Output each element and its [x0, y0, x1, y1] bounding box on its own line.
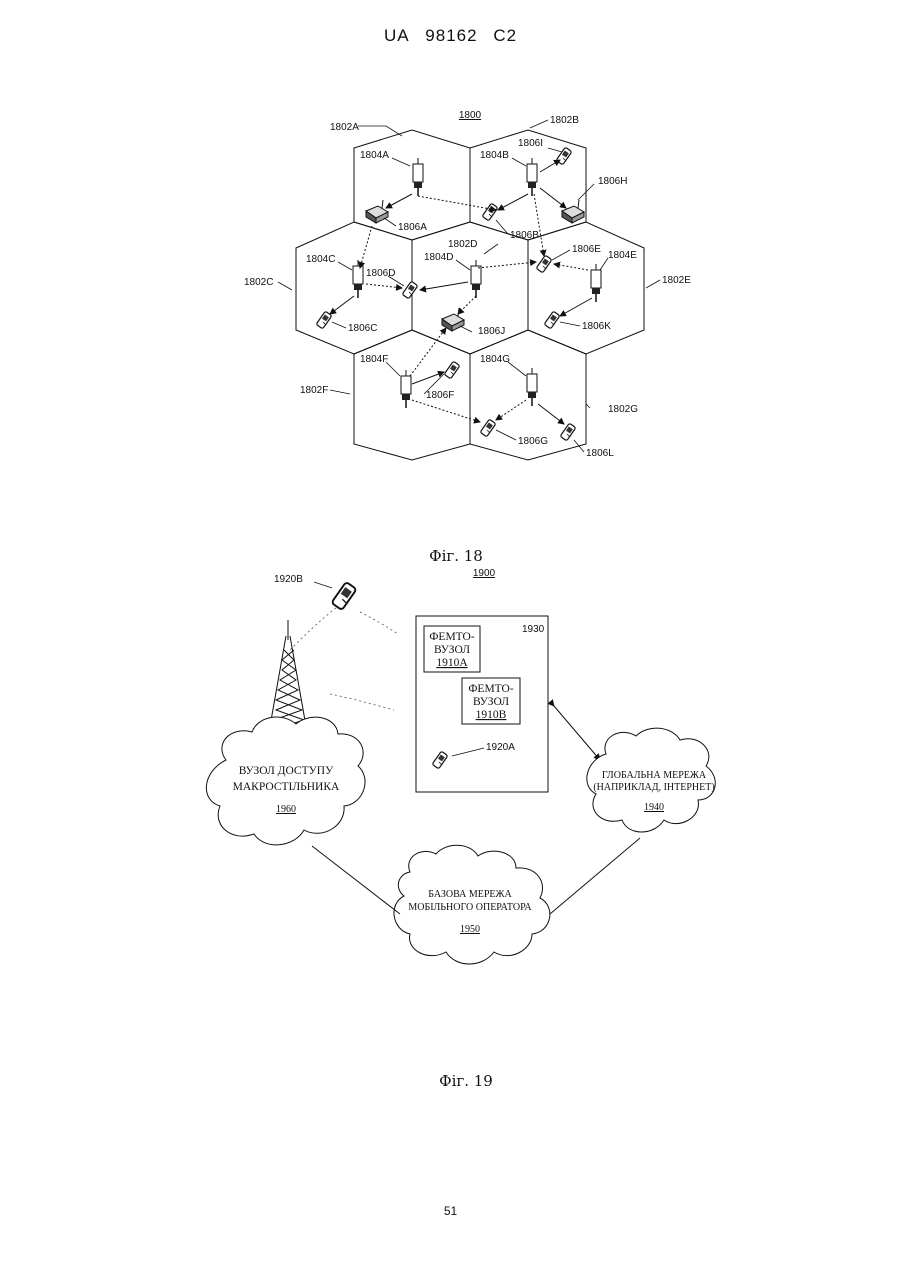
terminal-1806I-icon	[556, 147, 572, 165]
femto-a-line2: ВУЗОЛ	[434, 644, 470, 656]
internet-line2: (НАПРИКЛАД, ІНТЕРНЕТ)	[593, 782, 714, 793]
terminal-1806H-icon	[562, 200, 584, 223]
base-station-1804C-icon	[353, 260, 363, 298]
label-1802F: 1802F	[300, 385, 328, 396]
femto-b-line1: ФЕМТО-	[468, 683, 514, 695]
fig19-diagram: 1900 1920B ВУЗОЛ ДОСТУПУ МАКРОСТІЛЬНИКА …	[206, 568, 715, 1090]
label-1806I: 1806I	[518, 138, 543, 149]
label-1920B: 1920B	[274, 574, 303, 585]
base-station-1804A-icon	[413, 158, 423, 196]
base-station-1804F-icon	[401, 370, 411, 408]
base-station-1804B-icon	[527, 158, 537, 196]
terminal-1806E-icon	[536, 255, 552, 273]
label-1930: 1930	[522, 624, 545, 635]
label-1920A: 1920A	[486, 742, 515, 753]
label-1806B: 1806B	[510, 230, 539, 241]
terminal-1806G-icon	[480, 419, 496, 437]
macro-line2: МАКРОСТІЛЬНИКА	[233, 781, 340, 793]
fig18-caption: Фіг. 18	[429, 547, 483, 565]
terminal-1806K-icon	[544, 311, 560, 329]
internet-line1: ГЛОБАЛЬНА МЕРЕЖА	[602, 770, 707, 781]
fig19-caption: Фіг. 19	[439, 1072, 493, 1090]
femto-b-ref: 1910B	[476, 709, 507, 721]
label-1802C: 1802C	[244, 277, 273, 288]
label-1806K: 1806K	[582, 321, 611, 332]
label-1802G: 1802G	[608, 404, 638, 415]
label-1804D: 1804D	[424, 252, 453, 263]
femto-b-line2: ВУЗОЛ	[473, 696, 509, 708]
fig18-ref: 1800	[459, 110, 482, 121]
label-1804G: 1804G	[480, 354, 510, 365]
label-1802D: 1802D	[448, 239, 477, 250]
core-line2: МОБІЛЬНОГО ОПЕРАТОРА	[408, 902, 532, 913]
label-1804C: 1804C	[306, 254, 335, 265]
cell-1802E	[528, 222, 644, 354]
label-1802B: 1802B	[550, 115, 579, 126]
base-station-1804E-icon	[591, 264, 601, 302]
label-1806F: 1806F	[426, 390, 454, 401]
label-1802E: 1802E	[662, 275, 691, 286]
core-internet-link	[550, 838, 640, 914]
label-1806J: 1806J	[478, 326, 505, 337]
core-line1: БАЗОВА МЕРЕЖА	[428, 889, 512, 900]
label-1806E: 1806E	[572, 244, 601, 255]
label-1806C: 1806C	[348, 323, 377, 334]
wireless-signal-icon	[288, 608, 398, 710]
phone-1920A-icon	[432, 751, 448, 769]
label-1806H: 1806H	[598, 176, 627, 187]
page-number: 51	[0, 1204, 901, 1218]
label-1804A: 1804A	[360, 150, 389, 161]
phone-1920B-icon	[331, 582, 356, 610]
label-1804E: 1804E	[608, 250, 637, 261]
macro-line1: ВУЗОЛ ДОСТУПУ	[239, 765, 334, 777]
label-1806G: 1806G	[518, 436, 548, 447]
femto-a-ref: 1910A	[436, 657, 468, 669]
terminal-1806D-icon	[402, 281, 418, 299]
label-1804B: 1804B	[480, 150, 509, 161]
label-1804F: 1804F	[360, 354, 388, 365]
macro-core-link	[312, 846, 400, 914]
femto-a-line1: ФЕМТО-	[429, 631, 475, 643]
label-1806D: 1806D	[366, 268, 395, 279]
terminal-1806L-icon	[560, 423, 576, 441]
macro-ref: 1960	[276, 804, 296, 815]
femto-internet-link	[554, 706, 600, 760]
label-1806L: 1806L	[586, 448, 614, 459]
base-station-1804D-icon	[471, 260, 481, 298]
label-1802A: 1802A	[330, 122, 359, 133]
label-1806A: 1806A	[398, 222, 427, 233]
internet-ref: 1940	[644, 802, 664, 813]
fig18-diagram: 1800 1802A 1802B 1802C 1802D 1802E 1802F…	[244, 110, 691, 565]
terminal-1806A-icon	[366, 200, 388, 223]
fig19-ref: 1900	[473, 568, 496, 579]
terminal-1806B-icon	[482, 203, 498, 221]
core-ref: 1950	[460, 924, 480, 935]
base-station-1804G-icon	[527, 368, 537, 406]
terminal-1806C-icon	[316, 311, 332, 329]
terminal-1806F-icon	[444, 361, 460, 379]
